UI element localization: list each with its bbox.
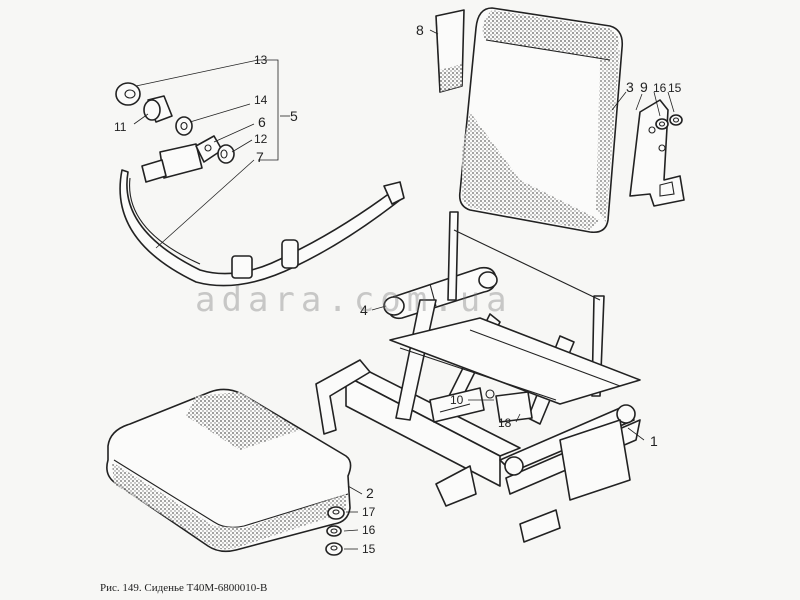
nut-15 — [325, 542, 343, 556]
seat-belt-strap — [119, 169, 405, 287]
callout-8: 8 — [416, 22, 424, 38]
callout-12: 12 — [254, 132, 268, 146]
callout-13: 13 — [254, 53, 268, 67]
callout-2: 2 — [366, 485, 374, 501]
shock-absorber — [383, 266, 498, 320]
leader-lines — [133, 29, 675, 550]
callout-18: 18 — [498, 416, 512, 430]
belt-bolt-11 — [143, 95, 173, 123]
callout-3: 3 — [626, 79, 634, 95]
callout-15-top: 15 — [668, 81, 682, 95]
seat-cushion — [106, 388, 352, 553]
callout-5: 5 — [290, 108, 298, 124]
watermark-text: adara.com.ua — [195, 280, 513, 320]
callout-9: 9 — [640, 79, 648, 95]
callout-4: 4 — [360, 302, 368, 318]
callout-16-top: 16 — [653, 81, 667, 95]
washer-17 — [327, 506, 345, 520]
callout-14: 14 — [254, 93, 268, 107]
washer-16-top — [655, 118, 669, 130]
callout-1: 1 — [650, 433, 658, 449]
suspension-frame — [315, 211, 641, 543]
callout-16: 16 — [362, 523, 376, 537]
callout-7: 7 — [256, 149, 264, 165]
callout-6: 6 — [258, 114, 266, 130]
callout-15: 15 — [362, 542, 376, 556]
belt-buckle — [141, 135, 223, 183]
backrest-pad — [435, 9, 465, 93]
backrest-cushion — [458, 7, 624, 234]
figure-caption: Рис. 149. Сиденье Т40М-6800010-В — [100, 582, 268, 594]
nut-15-top — [669, 114, 683, 126]
callout-17: 17 — [362, 505, 376, 519]
backrest-bracket — [629, 99, 685, 207]
lock-washer-16 — [326, 525, 342, 537]
callout-labels: 13 14 5 6 12 7 11 8 3 9 16 15 4 10 18 1 … — [114, 22, 682, 556]
callout-10: 10 — [450, 393, 464, 407]
belt-washer-14 — [175, 116, 193, 136]
belt-bushing-12 — [217, 144, 235, 164]
belt-cap-13 — [115, 82, 141, 106]
callout-11: 11 — [114, 120, 127, 134]
